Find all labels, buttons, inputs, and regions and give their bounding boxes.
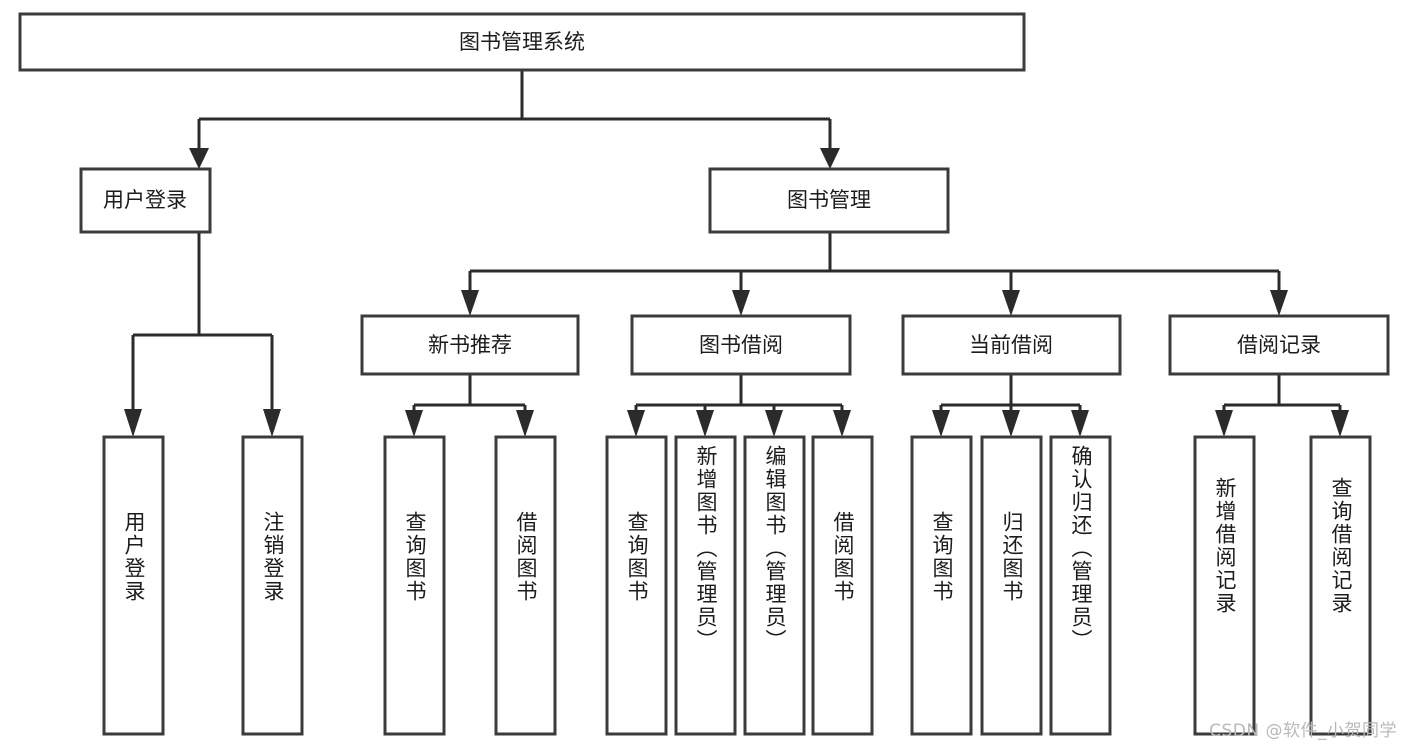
leaf-query-book-2-label: 查询图书 bbox=[625, 511, 649, 603]
node-user-login[interactable]: 用户登录 bbox=[79, 167, 212, 234]
node-root-box[interactable] bbox=[18, 12, 1026, 72]
leaf-edit-book-box[interactable] bbox=[743, 435, 806, 736]
arrow-head-leaf-confirm-return bbox=[1071, 410, 1089, 437]
leaf-borrow-book-1-box[interactable] bbox=[494, 435, 557, 736]
leaf-confirm-return[interactable]: 确认归还（管理员） bbox=[1049, 435, 1112, 736]
node-user-login-box[interactable] bbox=[79, 167, 212, 234]
node-book-borrow[interactable]: 图书借阅 bbox=[630, 314, 852, 376]
leaf-edit-book-label: 编辑图书（管理员） bbox=[763, 445, 787, 652]
leaf-return-book-box[interactable] bbox=[980, 435, 1043, 736]
node-book-borrow-label: 图书借阅 bbox=[699, 333, 783, 357]
leaf-add-record-box[interactable] bbox=[1193, 435, 1256, 736]
arrow-head-leaf-add-book bbox=[696, 410, 714, 437]
leaf-borrow-book-2[interactable]: 借阅图书 bbox=[811, 435, 874, 736]
leaf-query-book-1-label: 查询图书 bbox=[403, 511, 427, 603]
arrow-head-leaf-query-record bbox=[1331, 410, 1349, 437]
leaf-add-book-box[interactable] bbox=[674, 435, 737, 736]
connector-group-current-borrow bbox=[932, 374, 1089, 437]
leaf-user-logout[interactable]: 注销登录 bbox=[241, 435, 304, 736]
arrow-head-book-manage bbox=[820, 148, 840, 169]
leaf-query-record-label: 查询借阅记录 bbox=[1329, 477, 1353, 615]
leaf-borrow-book-1[interactable]: 借阅图书 bbox=[494, 435, 557, 736]
node-root-label: 图书管理系统 bbox=[459, 30, 585, 54]
node-current-borrow-label: 当前借阅 bbox=[969, 333, 1053, 357]
arrow-head-borrow-record bbox=[1270, 290, 1288, 316]
leaf-add-book[interactable]: 新增图书（管理员） bbox=[674, 435, 737, 736]
node-borrow-record-box[interactable] bbox=[1168, 314, 1390, 376]
connector-group-book-manage bbox=[461, 232, 1288, 316]
arrow-head-leaf-borrow-book-2 bbox=[833, 410, 851, 437]
leaf-query-book-2[interactable]: 查询图书 bbox=[605, 435, 668, 736]
connector-group-user-login bbox=[124, 232, 281, 437]
leaf-add-book-label: 新增图书（管理员） bbox=[694, 445, 718, 652]
leaf-user-logout-box[interactable] bbox=[241, 435, 304, 736]
arrow-head-leaf-return-book bbox=[1002, 410, 1020, 437]
node-book-manage-label: 图书管理 bbox=[787, 188, 871, 212]
node-current-borrow-box[interactable] bbox=[901, 314, 1122, 376]
leaf-query-book-1-box[interactable] bbox=[383, 435, 446, 736]
node-user-login-label: 用户登录 bbox=[103, 188, 187, 212]
leaf-borrow-book-1-label: 借阅图书 bbox=[514, 511, 538, 603]
leaf-borrow-book-2-label: 借阅图书 bbox=[831, 511, 855, 603]
arrow-head-new-book-rec bbox=[461, 290, 479, 316]
node-current-borrow[interactable]: 当前借阅 bbox=[901, 314, 1122, 376]
leaf-edit-book[interactable]: 编辑图书（管理员） bbox=[743, 435, 806, 736]
arrow-head-leaf-user-login bbox=[124, 409, 142, 437]
node-new-book-rec-label: 新书推荐 bbox=[428, 333, 512, 357]
node-root[interactable]: 图书管理系统 bbox=[18, 12, 1026, 72]
leaf-user-login-box[interactable] bbox=[102, 435, 165, 736]
leaf-return-book[interactable]: 归还图书 bbox=[980, 435, 1043, 736]
leaf-confirm-return-label: 确认归还（管理员） bbox=[1069, 445, 1093, 652]
arrow-head-leaf-query-book-3 bbox=[932, 410, 950, 437]
leaf-query-book-1[interactable]: 查询图书 bbox=[383, 435, 446, 736]
leaf-return-book-label: 归还图书 bbox=[1000, 511, 1024, 603]
leaf-borrow-book-2-box[interactable] bbox=[811, 435, 874, 736]
node-new-book-rec[interactable]: 新书推荐 bbox=[360, 314, 580, 376]
leaf-user-logout-label: 注销登录 bbox=[261, 511, 285, 603]
arrow-head-leaf-user-logout bbox=[263, 409, 281, 437]
arrow-head-leaf-query-book-2 bbox=[627, 410, 645, 437]
arrow-head-current-borrow bbox=[1002, 290, 1020, 316]
leaf-query-record[interactable]: 查询借阅记录 bbox=[1309, 435, 1372, 736]
arrow-head-leaf-edit-book bbox=[765, 410, 783, 437]
leaf-add-record[interactable]: 新增借阅记录 bbox=[1193, 435, 1256, 736]
connector-group-borrow-record bbox=[1215, 374, 1349, 437]
leaf-query-record-box[interactable] bbox=[1309, 435, 1372, 736]
arrow-head-leaf-query-book-1 bbox=[405, 410, 423, 437]
leaf-add-record-label: 新增借阅记录 bbox=[1213, 477, 1237, 615]
node-book-manage[interactable]: 图书管理 bbox=[708, 167, 950, 234]
leaf-query-book-3-box[interactable] bbox=[910, 435, 973, 736]
leaf-user-login[interactable]: 用户登录 bbox=[102, 435, 165, 736]
leaf-confirm-return-box[interactable] bbox=[1049, 435, 1112, 736]
leaf-query-book-3-label: 查询图书 bbox=[930, 511, 954, 603]
leaf-query-book-2-box[interactable] bbox=[605, 435, 668, 736]
arrow-head-book-borrow bbox=[732, 290, 750, 316]
leaf-user-login-label: 用户登录 bbox=[122, 511, 146, 603]
leaf-query-book-3[interactable]: 查询图书 bbox=[910, 435, 973, 736]
arrow-head-user-login bbox=[189, 148, 209, 169]
arrow-head-leaf-borrow-book-1 bbox=[516, 410, 534, 437]
node-new-book-rec-box[interactable] bbox=[360, 314, 580, 376]
arrow-head-leaf-add-record bbox=[1215, 410, 1233, 437]
node-book-manage-box[interactable] bbox=[708, 167, 950, 234]
connector-group-book-borrow bbox=[627, 374, 851, 437]
node-borrow-record-label: 借阅记录 bbox=[1237, 333, 1321, 357]
connector-group-new-book-rec bbox=[405, 374, 534, 437]
connector-group-root bbox=[189, 70, 840, 169]
node-borrow-record[interactable]: 借阅记录 bbox=[1168, 314, 1390, 376]
node-book-borrow-box[interactable] bbox=[630, 314, 852, 376]
